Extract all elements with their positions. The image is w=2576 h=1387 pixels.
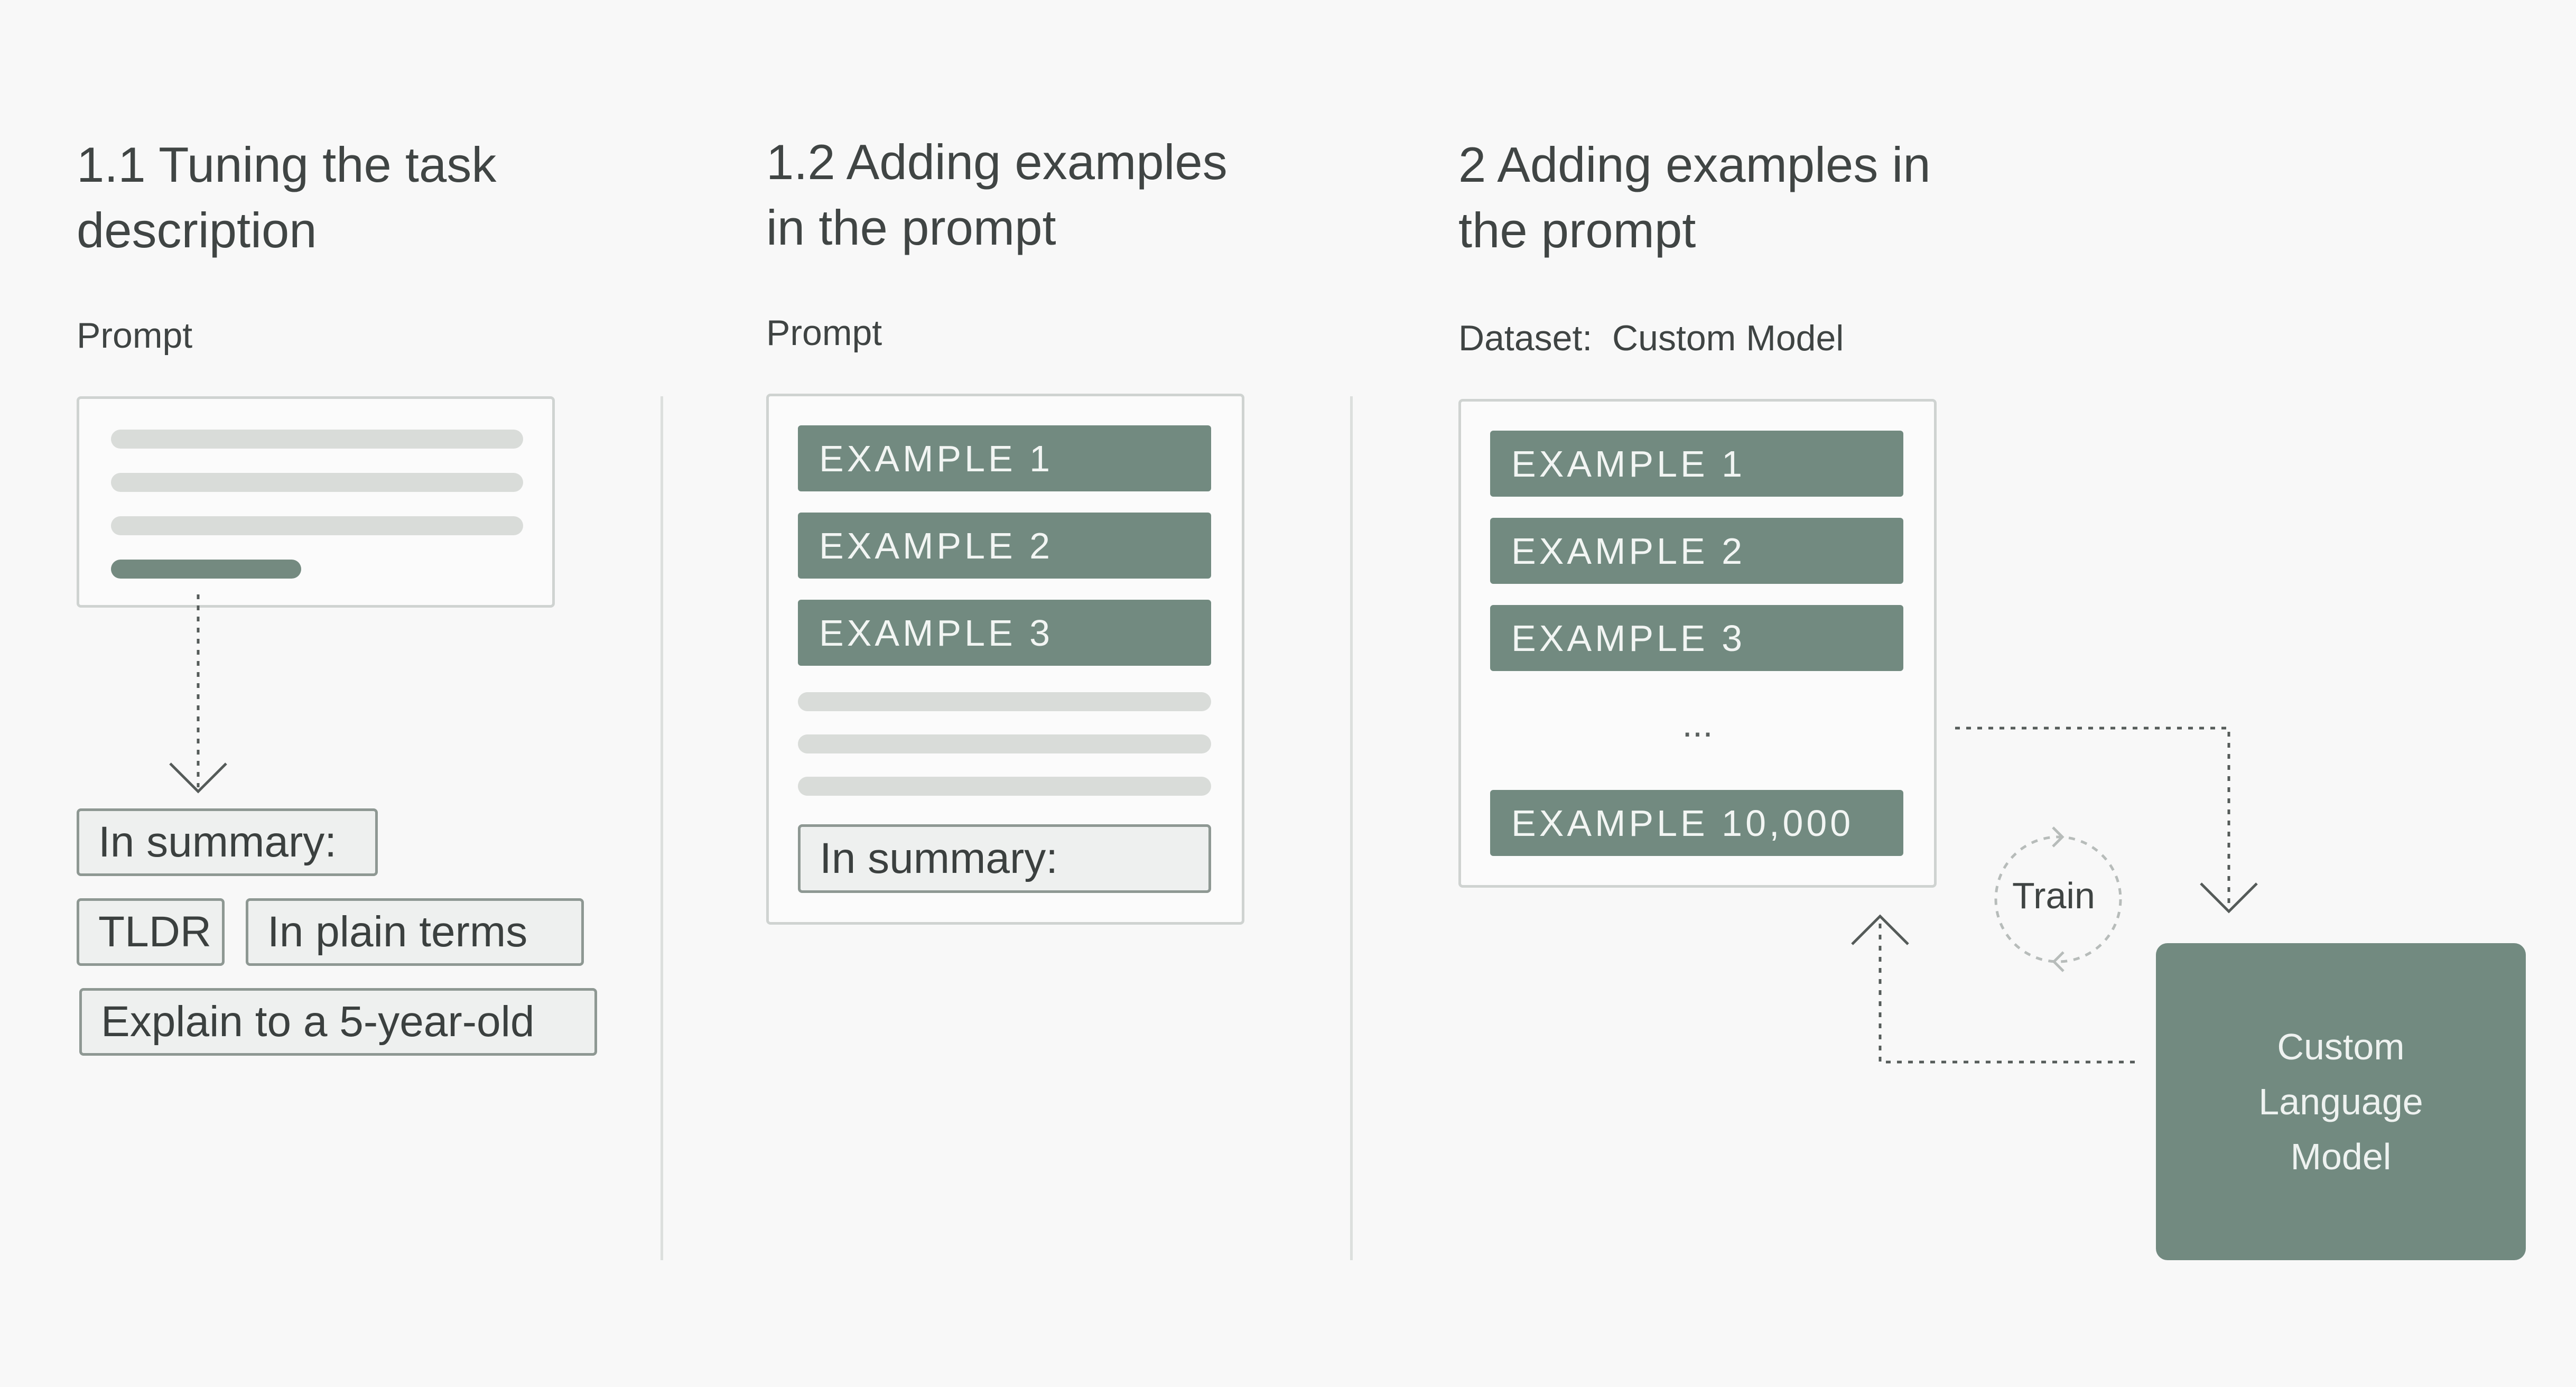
placeholder-bar [798, 734, 1211, 753]
chip-explain-to-5-year-old: Explain to a 5-year-old [79, 988, 597, 1056]
ellipsis: ... [1682, 703, 1713, 744]
summary-field: In summary: [798, 824, 1211, 893]
section3-heading: 2 Adding examples in the prompt [1458, 132, 2145, 263]
dataset-card: EXAMPLE 1 EXAMPLE 2 EXAMPLE 3 ... EXAMPL… [1458, 399, 1937, 888]
placeholder-bar [111, 430, 523, 449]
refresh-cycle-icon [1994, 826, 2122, 972]
example-block: EXAMPLE 2 [798, 513, 1211, 579]
example-block: EXAMPLE 3 [1490, 605, 1903, 671]
section1-heading-line2: description [77, 202, 317, 258]
section1-prompt-card [77, 396, 555, 608]
chip-in-summary: In summary: [77, 808, 378, 876]
placeholder-bar-highlighted [111, 560, 301, 579]
section2-heading-line2: in the prompt [766, 200, 1056, 255]
section3-heading-line1: 2 Adding examples in [1458, 137, 1931, 192]
placeholder-bar [798, 777, 1211, 796]
model-label-line3: Model [2290, 1136, 2392, 1177]
train-label-overlay: Train [2012, 875, 2095, 916]
section-divider [661, 396, 663, 1260]
arrow-up-icon [1851, 914, 2135, 1064]
placeholder-bar [798, 692, 1211, 711]
example-block: EXAMPLE 1 [1490, 431, 1903, 497]
section1-heading-line1: 1.1 Tuning the task [77, 137, 497, 192]
section1-prompt-label: Prompt [77, 315, 193, 356]
model-label-line2: Language [2258, 1081, 2423, 1122]
model-label-line1: Custom [2277, 1026, 2405, 1067]
chip-in-plain-terms: In plain terms [246, 898, 584, 966]
section-divider [1350, 396, 1353, 1260]
example-block: EXAMPLE 2 [1490, 518, 1903, 584]
placeholder-bar [111, 516, 523, 535]
custom-language-model-box: Custom Language Model [2156, 943, 2526, 1260]
section3-dataset-label: Dataset: Custom Model [1458, 318, 1844, 358]
section2-prompt-card: EXAMPLE 1 EXAMPLE 2 EXAMPLE 3 In summary… [766, 394, 1244, 925]
section3-heading-line2: the prompt [1458, 202, 1696, 258]
example-block: EXAMPLE 3 [798, 600, 1211, 666]
section2-prompt-label: Prompt [766, 313, 882, 353]
arrow-down-icon [1955, 727, 2258, 914]
placeholder-bar [111, 473, 523, 492]
example-block: EXAMPLE 1 [798, 425, 1211, 491]
arrow-down-icon [169, 594, 227, 794]
section2-heading: 1.2 Adding examples in the prompt [766, 129, 1321, 260]
chip-tldr: TLDR [77, 898, 225, 966]
section1-heading: 1.1 Tuning the task description [77, 132, 631, 263]
example-block: EXAMPLE 10,000 [1490, 790, 1903, 856]
section2-heading-line1: 1.2 Adding examples [766, 134, 1227, 190]
